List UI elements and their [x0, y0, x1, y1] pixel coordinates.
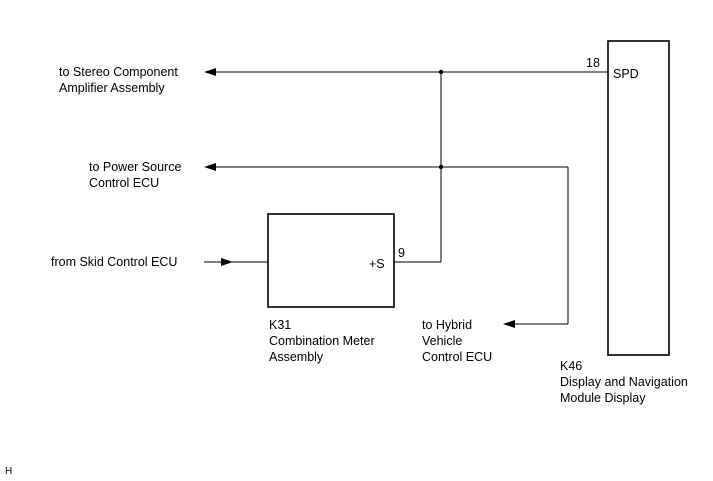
combination-meter-box	[267, 213, 395, 308]
s-pin-number: 9	[398, 246, 405, 260]
stereo-label-line1: to Stereo Component	[59, 65, 178, 79]
spd-pin-name: SPD	[613, 67, 639, 81]
power-label-line1: to Power Source	[89, 160, 181, 174]
navigation-module-box	[607, 40, 670, 356]
nav-caption-line1: K46	[560, 359, 582, 373]
spd-pin-number: 18	[586, 56, 600, 70]
arrow-from-skid	[221, 258, 233, 266]
arrow-to-hybrid	[503, 320, 515, 328]
corner-mark: H	[5, 466, 12, 477]
junction-upper	[438, 69, 444, 75]
skid-label: from Skid Control ECU	[51, 255, 177, 269]
stereo-label-line2: Amplifier Assembly	[59, 81, 165, 95]
arrow-to-power-source	[204, 163, 216, 171]
power-label-line2: Control ECU	[89, 176, 159, 190]
nav-caption-line3: Module Display	[560, 391, 646, 405]
s-pin-name: +S	[369, 257, 385, 271]
nav-caption-line2: Display and Navigation	[560, 375, 688, 389]
meter-caption-line2: Combination Meter	[269, 334, 375, 348]
hybrid-label-line3: Control ECU	[422, 350, 492, 364]
meter-caption-line1: K31	[269, 318, 291, 332]
hybrid-label-line1: to Hybrid	[422, 318, 472, 332]
hybrid-label-line2: Vehicle	[422, 334, 462, 348]
arrow-to-stereo	[204, 68, 216, 76]
meter-caption-line3: Assembly	[269, 350, 324, 364]
junction-lower	[438, 164, 444, 170]
